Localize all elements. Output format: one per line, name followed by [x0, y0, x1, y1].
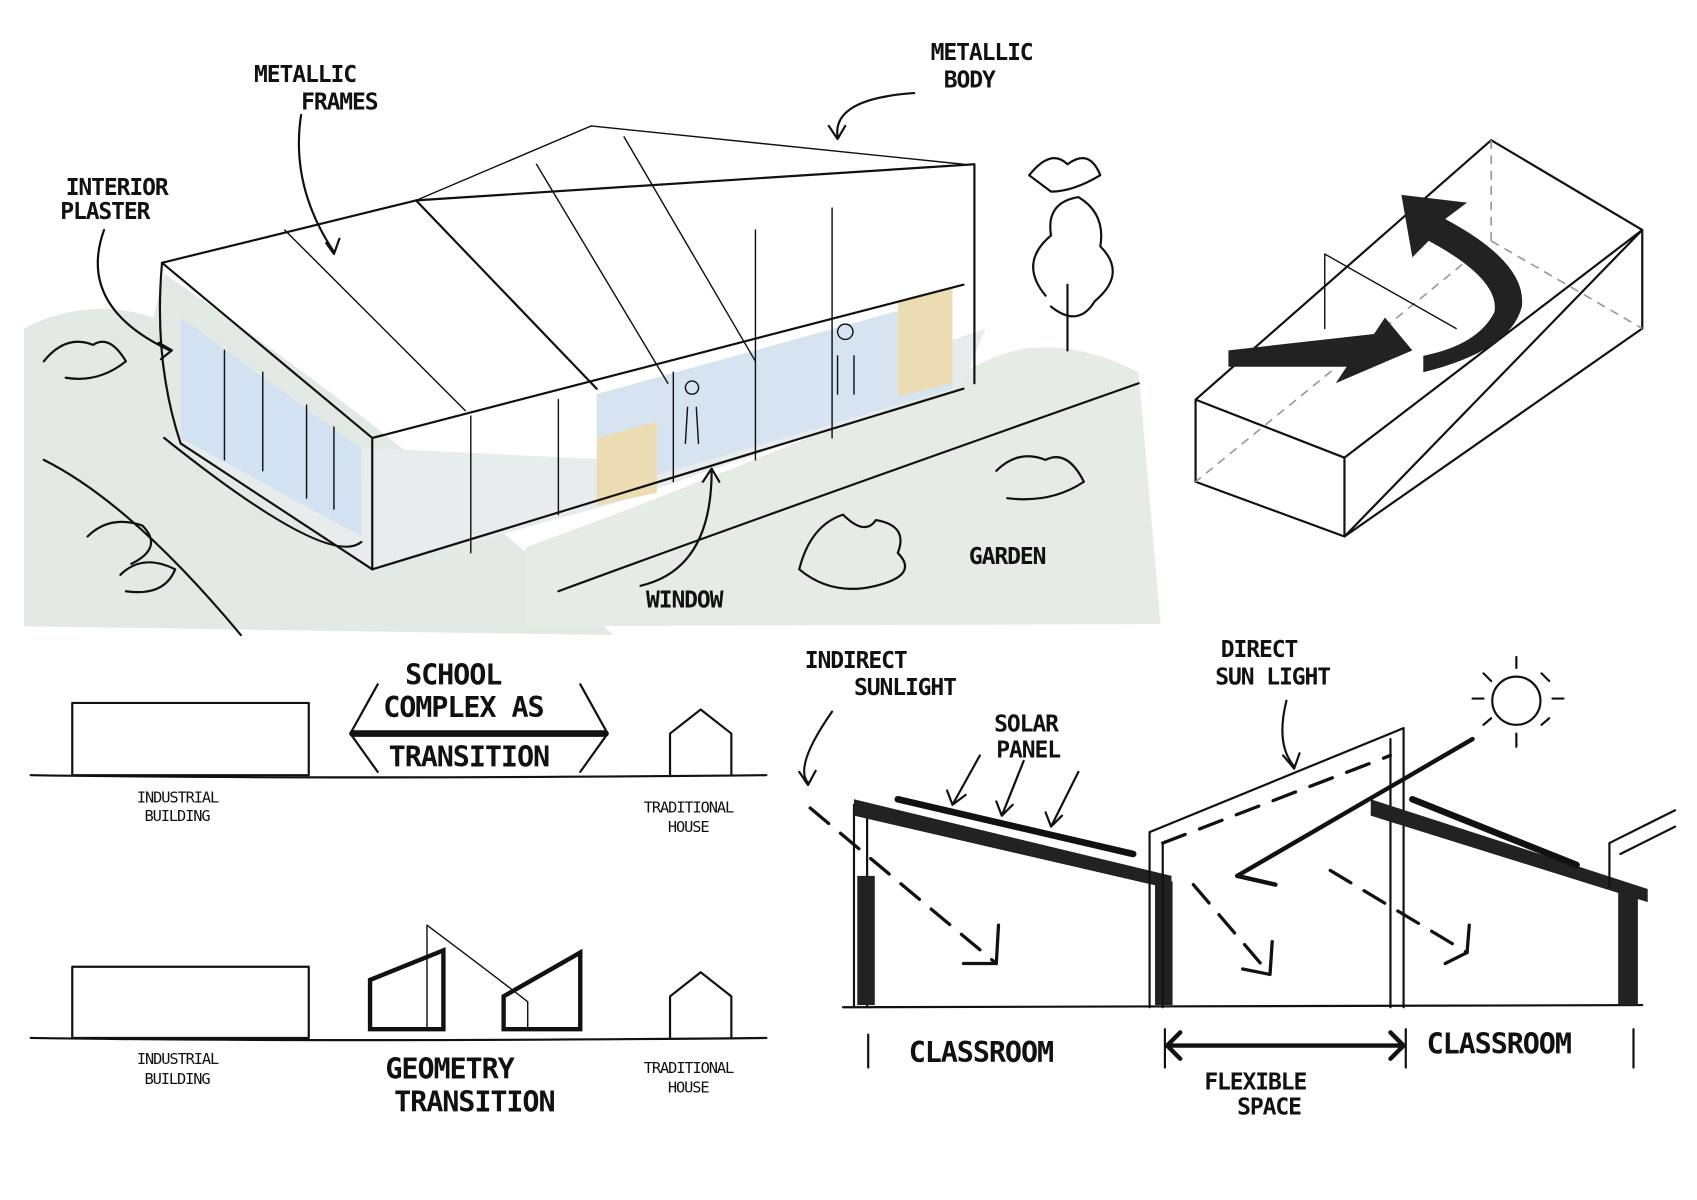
direct-sun-ray: [1234, 736, 1475, 887]
tree-plant: [1032, 196, 1114, 352]
person-figure: [684, 380, 700, 445]
industrial-building-label-2: BUILDING: [145, 807, 211, 825]
industrial-building-shape: [71, 701, 310, 777]
industrial-building-label-1: INDUSTRIAL: [137, 789, 219, 807]
traditional-house-label-2: HOUSE: [668, 1079, 709, 1097]
sun-icon: [1471, 655, 1565, 748]
metallic-body-label-2: BODY: [944, 68, 996, 94]
shrub-plant: [798, 513, 907, 590]
hatched-roof-right: [1370, 799, 1648, 903]
indirect-sunlight-label-2: SUNLIGHT: [854, 675, 956, 701]
solar-panel-label-2: PANEL: [996, 738, 1060, 764]
transition-title-3: TRANSITION: [389, 740, 549, 773]
person-figure: [836, 323, 855, 395]
industrial-building-label-2: BUILDING: [145, 1070, 211, 1088]
section-diagram: INDIRECT SUNLIGHT DIRECT SUN LIGHT SOLAR…: [798, 637, 1677, 1121]
traditional-house-shape: [668, 971, 733, 1040]
solar-panel-right: [1409, 795, 1580, 869]
traditional-house-label-1: TRADITIONAL: [644, 798, 734, 816]
wood-panel-2: [596, 421, 657, 506]
building-shadow: [164, 328, 986, 570]
direct-sunlight-label-1: DIRECT: [1221, 637, 1298, 663]
hatched-wall-left: [857, 875, 875, 1006]
interior-plaster-label-1: INTERIOR: [66, 175, 169, 201]
geometry-transition-shapes: [367, 947, 583, 1032]
shrub-plant: [86, 520, 177, 594]
flexible-space-label-1: FLEXIBLE: [1204, 1069, 1306, 1095]
flexible-space-label-2: SPACE: [1237, 1095, 1301, 1121]
glass-left: [180, 317, 362, 537]
shrub-plant: [42, 340, 128, 380]
geometry-transition-label-1: GEOMETRY: [385, 1052, 515, 1085]
direct-sunlight-label-2: SUN LIGHT: [1215, 664, 1330, 690]
window-label: WINDOW: [646, 588, 724, 614]
transition-title-1: SCHOOL: [405, 658, 501, 691]
geometry-transition-label-2: TRANSITION: [394, 1085, 554, 1118]
solar-panel-label-1: SOLAR: [994, 711, 1059, 737]
indirect-sunlight-label-1: INDIRECT: [805, 648, 907, 674]
metallic-body-label-1: METALLIC: [931, 40, 1033, 66]
industrial-building-label-1: INDUSTRIAL: [137, 1050, 219, 1068]
sunlight-box-diagram: [1194, 139, 1644, 538]
interior-plaster-label-2: PLASTER: [60, 199, 150, 225]
garden-label: GARDEN: [969, 544, 1046, 570]
classroom-left-label: CLASSROOM: [909, 1036, 1053, 1069]
hatched-roof-left: [853, 799, 1172, 890]
traditional-house-label-2: HOUSE: [668, 818, 709, 836]
flexible-space-dimension-arrow: [1164, 1030, 1406, 1061]
solar-panel-left: [894, 795, 1137, 858]
classroom-right-label: CLASSROOM: [1427, 1027, 1571, 1060]
metallic-frames-label-2: FRAMES: [301, 90, 378, 116]
traditional-house-label-1: TRADITIONAL: [644, 1059, 734, 1077]
industrial-building-shape: [71, 965, 310, 1040]
shrub-plant: [995, 455, 1085, 501]
shrub-plant: [1028, 157, 1102, 193]
wood-panel: [897, 286, 953, 397]
hatched-wall-right: [1618, 892, 1638, 1006]
metallic-frames-label-1: METALLIC: [254, 62, 356, 88]
traditional-house-shape: [668, 708, 733, 777]
transition-title-2: COMPLEX AS: [383, 691, 543, 724]
isometric-building-sketch: METALLIC FRAMES METALLIC BODY INTERIOR P…: [24, 40, 1161, 637]
turning-arrow: [1228, 194, 1523, 384]
transition-diagram: SCHOOL COMPLEX AS TRANSITION INDUSTRIAL …: [29, 658, 768, 1118]
garden-wash: [525, 347, 1161, 627]
